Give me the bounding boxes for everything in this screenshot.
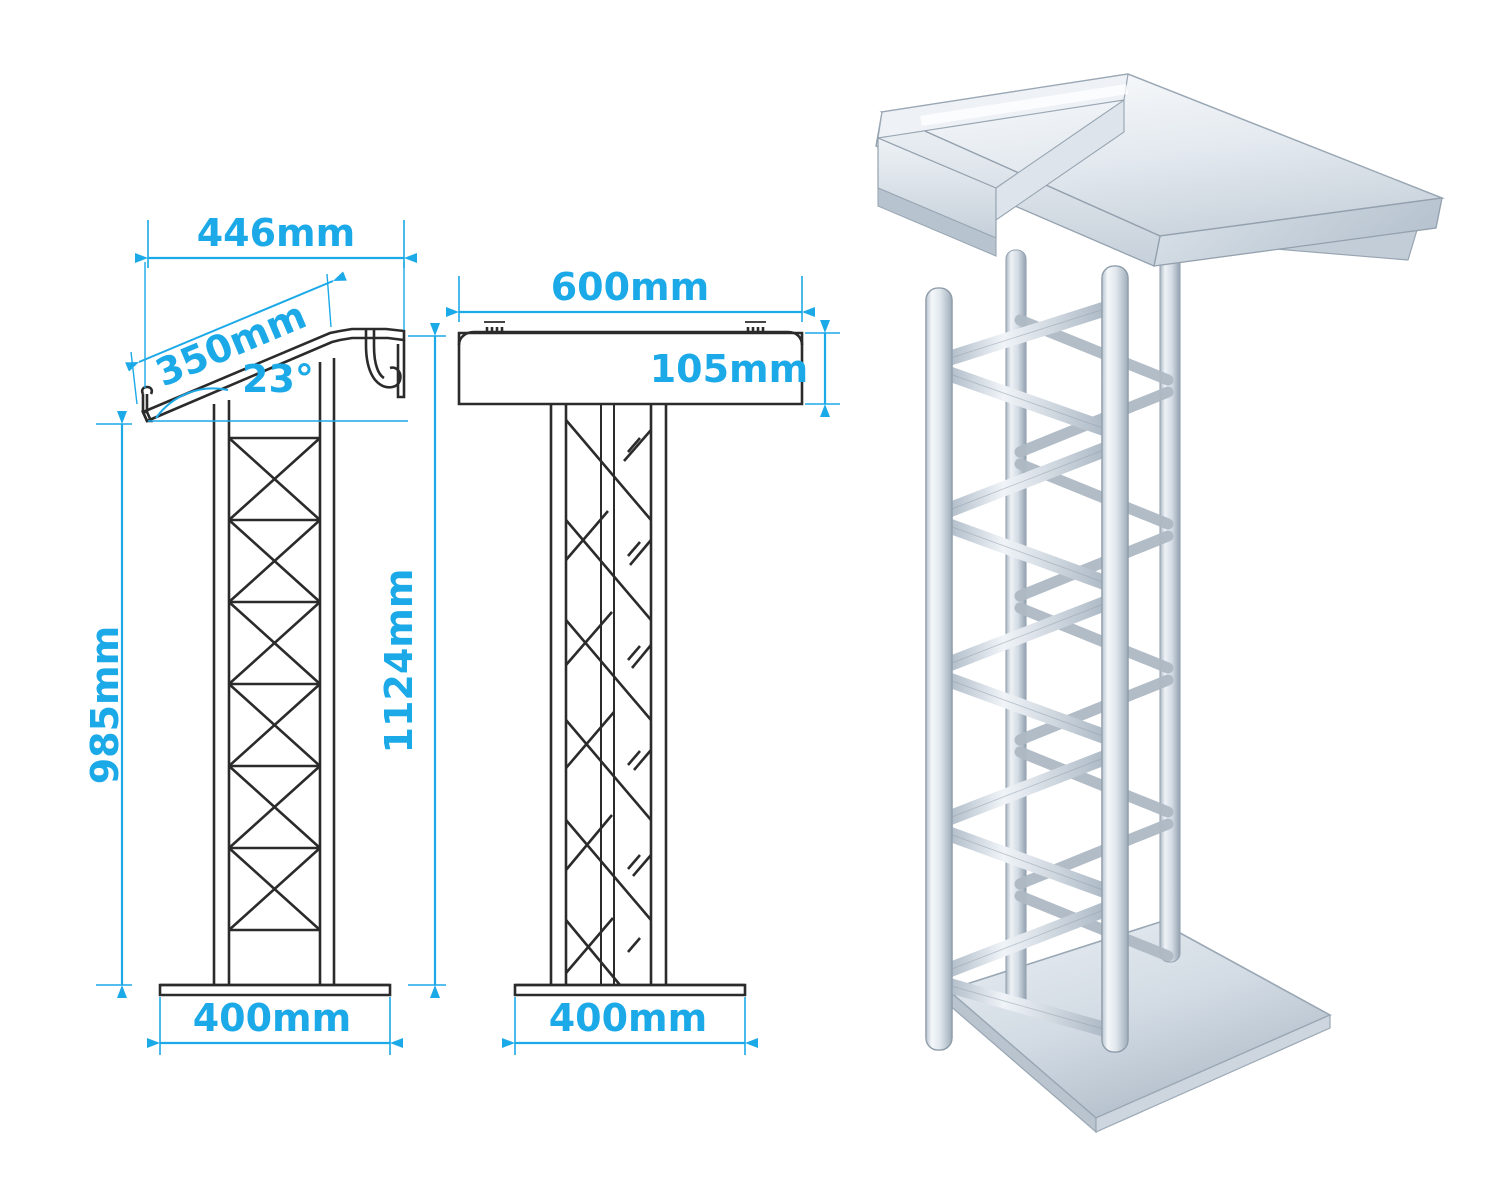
side-view-truss [212,358,336,985]
dim-23deg: 23° [242,357,314,401]
product-render [875,73,1445,1134]
dim-600mm: 600mm [551,265,710,309]
dim-1124mm: 1124mm [377,569,421,754]
side-view-group [140,327,406,997]
front-view-base-plate [513,983,747,997]
photo-base-plate [946,921,1332,1134]
dim-105mm: 105mm [650,347,809,391]
photo-desk-top [875,73,1445,267]
front-view-group [457,321,804,997]
product-photo [860,60,1480,1170]
dim-985mm: 985mm [83,626,127,785]
side-view-base-plate [158,983,392,997]
front-view-truss [549,404,668,986]
front-view-dimensions [446,276,840,1055]
dim-400mm-front: 400mm [549,996,708,1040]
dim-400mm-side: 400mm [193,996,352,1040]
front-view-desk [457,321,804,406]
photo-truss [925,235,1181,1053]
side-view-dimensions [96,220,446,1055]
dim-446mm: 446mm [197,211,356,255]
